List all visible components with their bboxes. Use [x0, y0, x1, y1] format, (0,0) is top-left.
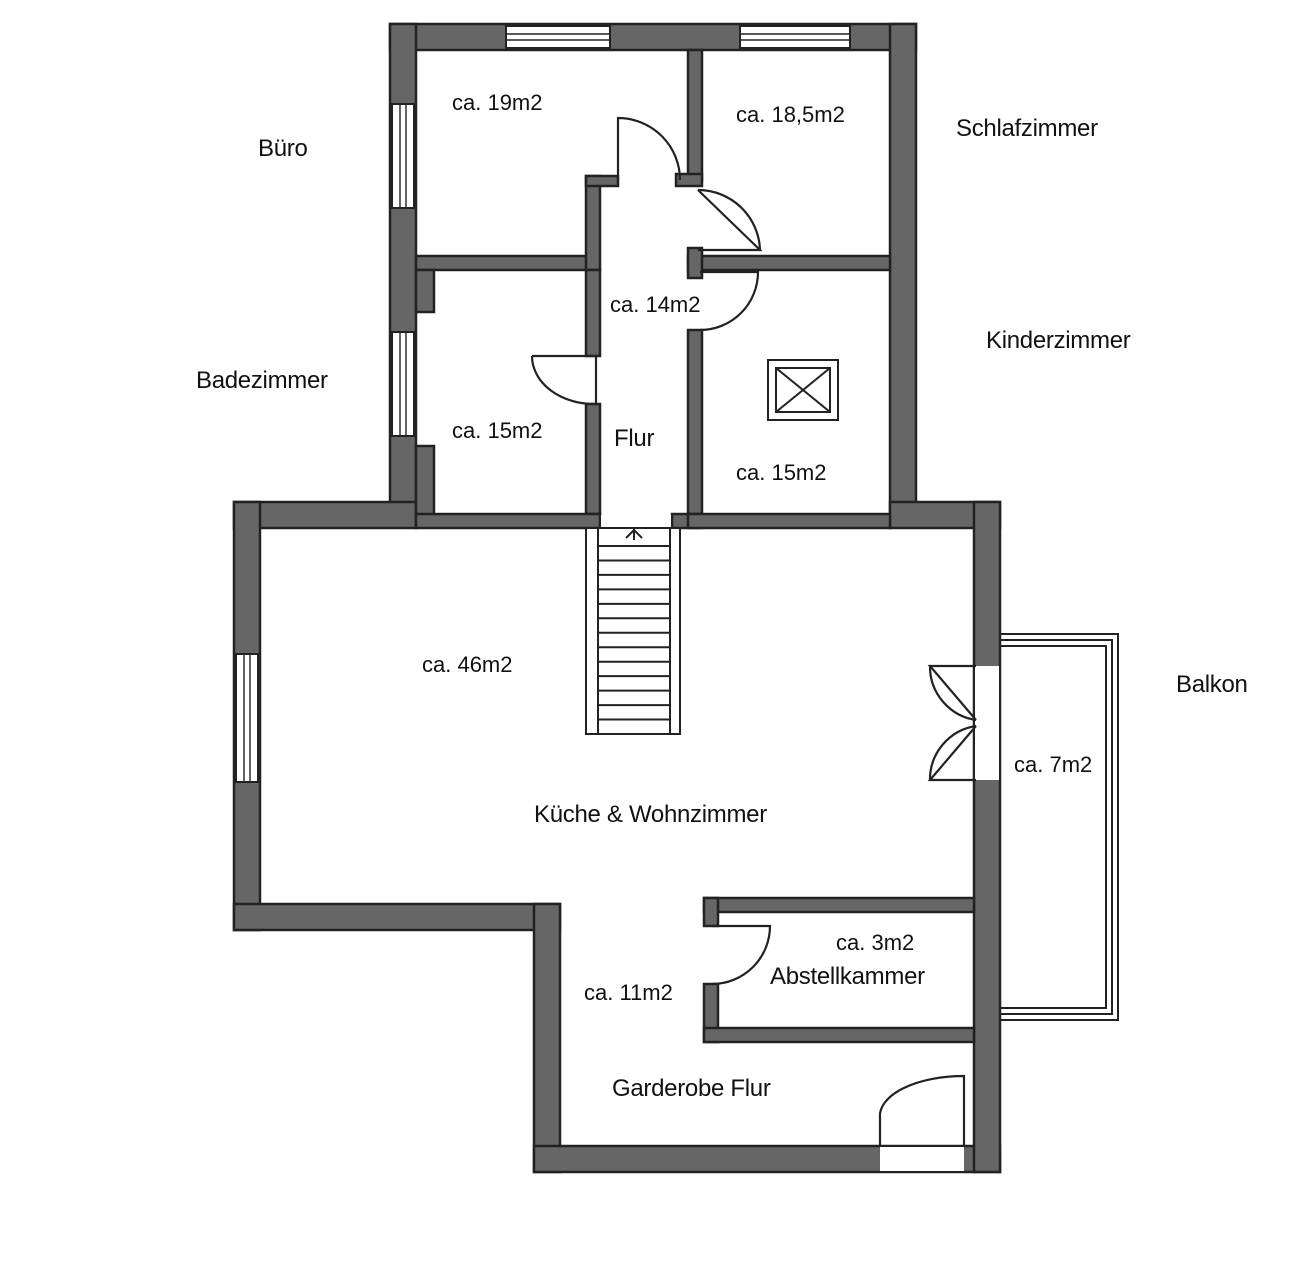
room-name-flur: Flur: [614, 425, 654, 452]
doors: [530, 116, 977, 1146]
room-name-kueche-wohnzimmer: Küche & Wohnzimmer: [534, 801, 767, 828]
interior-walls: [414, 48, 976, 1044]
door-openings: [601, 515, 999, 1171]
room-area-kinderzimmer: ca. 15m2: [736, 460, 827, 485]
room-labels: Büro ca. 19m2 ca. 18,5m2 Schlafzimmer ca…: [196, 90, 1248, 1102]
room-name-abstellkammer: Abstellkammer: [770, 963, 925, 990]
room-name-garderobe-flur: Garderobe Flur: [612, 1075, 771, 1102]
room-area-kueche-wohnzimmer: ca. 46m2: [422, 652, 513, 677]
room-name-buero: Büro: [258, 135, 308, 162]
windows: [235, 25, 851, 783]
room-area-balkon: ca. 7m2: [1014, 752, 1092, 777]
room-area-abstellkammer: ca. 3m2: [836, 930, 914, 955]
room-area-garderobe-flur: ca. 11m2: [584, 980, 673, 1005]
balcony-railing: [1000, 633, 1119, 1021]
room-name-kinderzimmer: Kinderzimmer: [986, 327, 1131, 354]
outer-walls: [232, 22, 1002, 1174]
room-name-schlafzimmer: Schlafzimmer: [956, 115, 1098, 142]
room-area-buero: ca. 19m2: [452, 90, 543, 115]
room-area-schlafzimmer: ca. 18,5m2: [736, 102, 845, 127]
room-name-balkon: Balkon: [1176, 671, 1248, 698]
skylight: [767, 359, 839, 421]
room-name-badezimmer: Badezimmer: [196, 367, 328, 394]
room-area-flur: ca. 14m2: [610, 292, 701, 317]
room-area-badezimmer: ca. 15m2: [452, 418, 543, 443]
staircase: [585, 527, 681, 735]
